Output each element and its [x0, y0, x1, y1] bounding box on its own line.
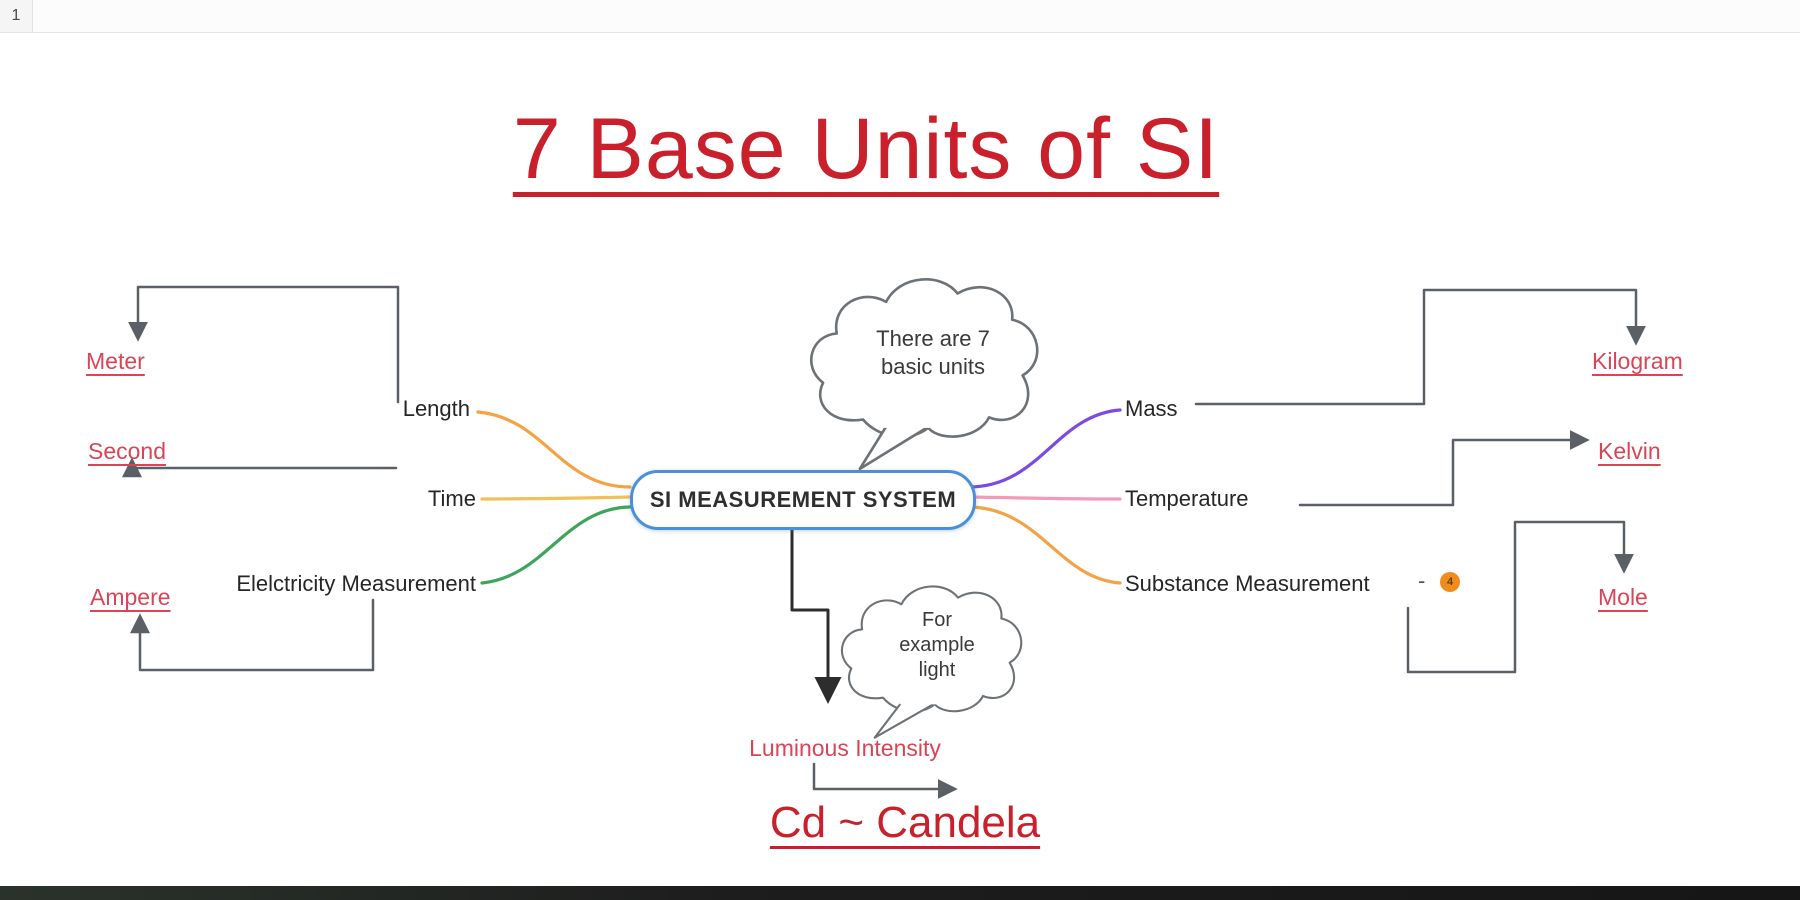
connector-temperature-kelvin: [1298, 430, 1590, 507]
connector-substance-mole: [1406, 520, 1634, 674]
cloud-text-bottom: For example light: [872, 608, 1002, 683]
cloud-bottom-line2: example: [899, 634, 975, 656]
connector-mass-kilogram: [1194, 288, 1646, 406]
branch-label-mass: Mass: [1125, 396, 1178, 421]
central-node: SI MEASUREMENT SYSTEM: [630, 470, 976, 530]
branch-curve-substance: [967, 505, 1122, 585]
connector-luminous-candela: [812, 762, 958, 799]
unit-second: Second: [88, 438, 167, 464]
connector-center-luminous: [790, 523, 842, 704]
unit-meter: Meter: [86, 348, 145, 374]
unit-ampere: Ampere: [90, 584, 171, 610]
page-number: 1: [0, 0, 33, 32]
unit-candela: Cd ~ Candela: [769, 798, 1041, 847]
bottom-bar: [0, 886, 1800, 900]
branch-label-length: Length: [402, 396, 470, 421]
cloud-top-line1: There are 7: [876, 326, 990, 351]
connector-electricity-ampere: [130, 598, 375, 672]
branch-label-time: Time: [427, 486, 476, 511]
page-title: 7 Base Units of SI: [512, 101, 1220, 197]
branch-label-temperature: Temperature: [1125, 486, 1249, 511]
unit-mole: Mole: [1598, 584, 1648, 610]
top-strip: [0, 0, 1800, 33]
branch-curve-length: [476, 410, 632, 489]
speech-cloud-bottom: [841, 585, 1023, 739]
connector-length-meter: [128, 285, 400, 404]
cloud-bottom-line3: light: [918, 659, 956, 681]
unit-kilogram: Kilogram: [1592, 348, 1683, 374]
branch-curve-temperature: [967, 495, 1122, 501]
branch-label-electricity: Elelctricity Measurement: [236, 571, 476, 596]
branch-curve-time: [480, 495, 632, 501]
count-badge: 4: [1440, 572, 1460, 592]
speech-cloud-top: [809, 278, 1039, 471]
branch-label-luminous-intensity: Luminous Intensity: [749, 735, 941, 761]
branch-curve-electricity: [480, 505, 632, 585]
cloud-bottom-line1: For: [922, 609, 952, 631]
badge-dash: -: [1418, 568, 1426, 593]
cloud-text-top: There are 7 basic units: [843, 325, 1023, 380]
branch-curve-mass: [967, 408, 1122, 489]
cloud-top-line2: basic units: [881, 353, 985, 379]
connector-time-second: [122, 457, 398, 478]
unit-kelvin: Kelvin: [1598, 438, 1661, 464]
branch-label-substance: Substance Measurement: [1125, 571, 1370, 596]
